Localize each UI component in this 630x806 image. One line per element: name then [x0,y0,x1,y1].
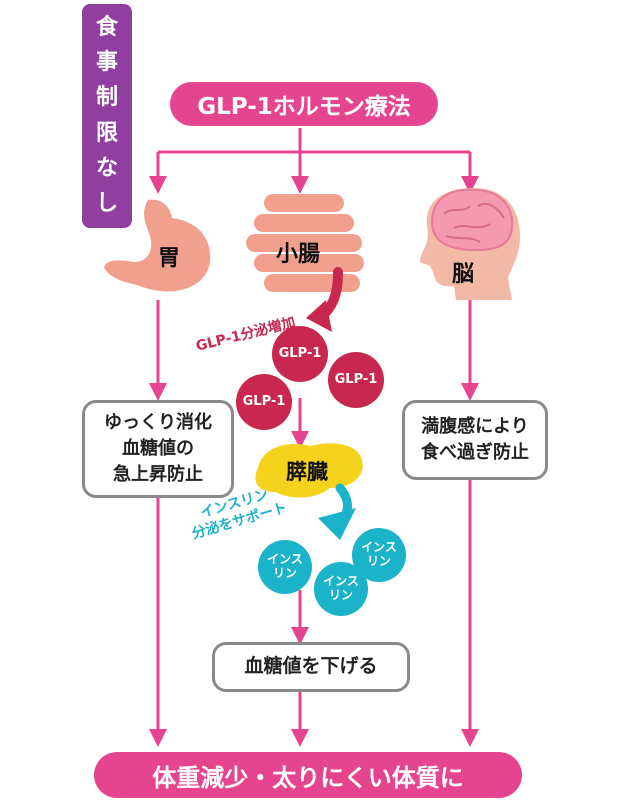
insulin-circle: インスリン [314,562,368,616]
result-pill: 体重減少・太りにくい体質に [94,752,522,798]
tag-char: し [95,191,118,217]
result-text: 体重減少・太りにくい体質に [152,763,464,792]
glp1-circle: GLP-1 [272,326,328,382]
pancreas-icon [255,443,363,498]
brain-effect-box: 満腹感により 食べ過ぎ防止 [402,400,548,480]
brain-effect-line2: 食べ過ぎ防止 [421,442,529,463]
tag-char: 食 [95,14,118,40]
pancreas-label: 膵臓 [286,460,328,484]
glp1-circle: GLP-1 [328,352,384,408]
title-branch-connectors [158,128,470,154]
organ-arrows [149,152,479,194]
brain-effect-line1: 満腹感により [421,415,529,437]
stomach-effect-line3: 急上昇防止 [113,464,203,486]
tag-char: 限 [95,120,118,146]
flow-lines [149,300,479,747]
stomach-effect-line1: ゆっくり消化 [104,411,212,433]
insulin-text-line2: リン [272,566,297,580]
stomach-label: 胃 [158,246,181,271]
blood-sugar-box: 血糖値を下げる [212,642,410,692]
insulin-text-line2: リン [366,554,391,568]
glp1-circle: GLP-1 [236,374,292,430]
insulin-text-line1: インス [361,540,397,555]
tag-char: 事 [95,49,118,75]
no-diet-restriction-tag: 食 事 制 限 な し [82,4,132,228]
intestine-label: 小腸 [276,242,321,267]
brain-icon [420,188,520,300]
title-pill: GLP-1ホルモン療法 [170,82,438,126]
insulin-text-line1: インス [267,552,303,567]
brain-label: 脳 [452,262,475,287]
stomach-effect-box: ゆっくり消化 血糖値の 急上昇防止 [82,400,234,498]
tag-char: 制 [95,85,118,111]
glp1-increase-arrow [306,267,343,332]
page-title: GLP-1ホルモン療法 [197,94,411,120]
insulin-arrow [318,483,356,540]
insulin-text-line2: リン [328,588,353,602]
stomach-icon [104,199,211,292]
insulin-text-line1: インス [323,574,359,589]
insulin-circle: インスリン [258,540,312,594]
stomach-effect-line2: 血糖値の [122,437,194,459]
tag-char: な [95,155,118,181]
